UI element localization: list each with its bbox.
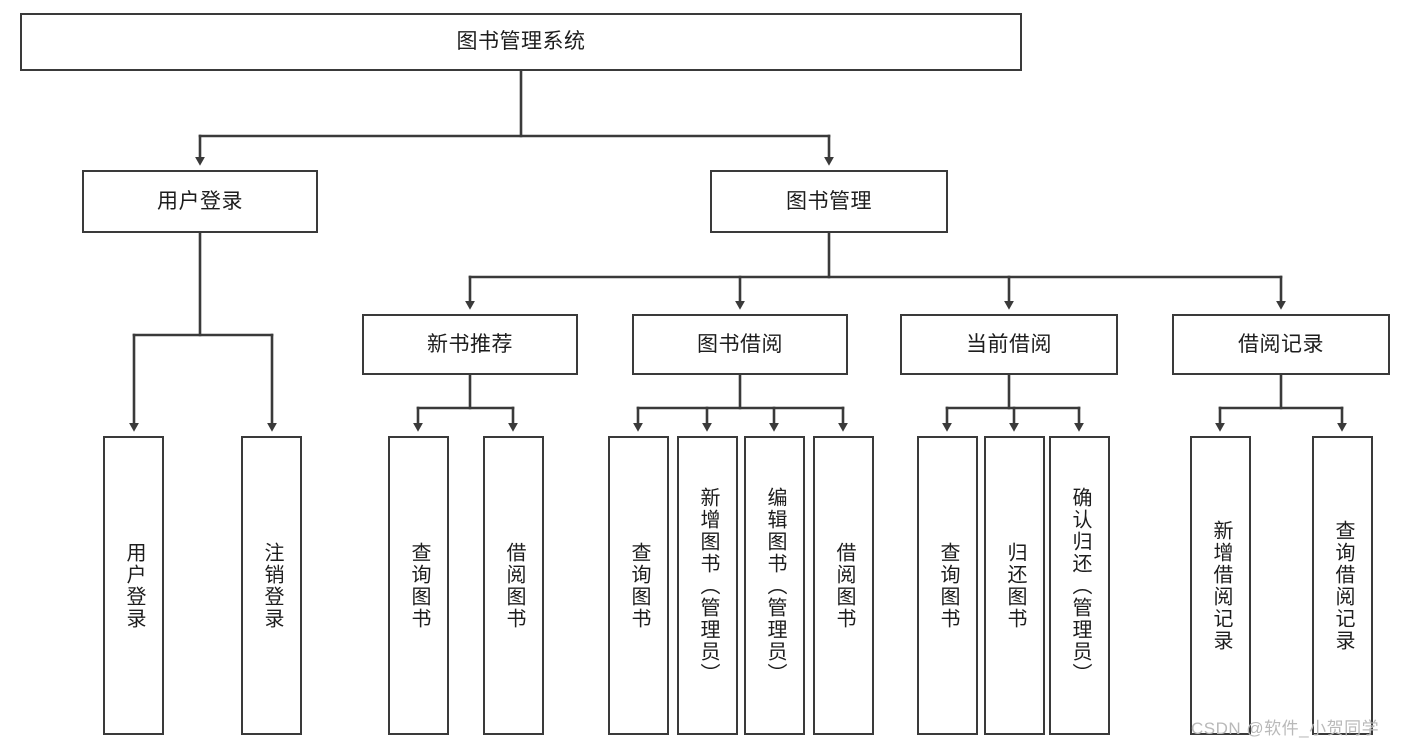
- leaf-query-book-borrow[interactable]: 查询图书: [608, 436, 669, 735]
- leaf-borrow-book-recommend-label: 借阅图书: [503, 541, 525, 630]
- leaf-return-book-label: 归还图书: [1004, 541, 1026, 630]
- node-book-borrow-label: 图书借阅: [697, 332, 783, 356]
- leaf-borrow-book-label: 借阅图书: [833, 541, 855, 630]
- leaf-return-book[interactable]: 归还图书: [984, 436, 1045, 735]
- leaf-add-borrow-record[interactable]: 新增借阅记录: [1190, 436, 1251, 735]
- leaf-edit-book-admin[interactable]: 编辑图书（管理员）: [744, 436, 805, 735]
- node-new-book-recommend[interactable]: 新书推荐: [362, 314, 578, 375]
- node-new-book-recommend-label: 新书推荐: [427, 332, 513, 356]
- leaf-query-book-recommend[interactable]: 查询图书: [388, 436, 449, 735]
- node-borrow-record-label: 借阅记录: [1238, 332, 1324, 356]
- leaf-confirm-return-admin[interactable]: 确认归还（管理员）: [1049, 436, 1110, 735]
- leaf-query-borrow-record[interactable]: 查询借阅记录: [1312, 436, 1373, 735]
- leaf-add-borrow-record-label: 新增借阅记录: [1210, 519, 1232, 652]
- leaf-logout[interactable]: 注销登录: [241, 436, 302, 735]
- node-borrow-record[interactable]: 借阅记录: [1172, 314, 1390, 375]
- node-user-login[interactable]: 用户登录: [82, 170, 318, 233]
- leaf-query-borrow-record-label: 查询借阅记录: [1332, 519, 1354, 652]
- node-root-label: 图书管理系统: [456, 30, 586, 54]
- node-current-borrow[interactable]: 当前借阅: [900, 314, 1118, 375]
- node-book-management[interactable]: 图书管理: [710, 170, 948, 233]
- node-current-borrow-label: 当前借阅: [966, 332, 1052, 356]
- node-book-borrow[interactable]: 图书借阅: [632, 314, 848, 375]
- leaf-logout-label: 注销登录: [261, 541, 283, 630]
- leaf-confirm-return-admin-label: 确认归还（管理员）: [1069, 486, 1091, 685]
- leaf-query-book-borrow-label: 查询图书: [628, 541, 650, 630]
- leaf-query-book-current-label: 查询图书: [937, 541, 959, 630]
- leaf-add-book-admin[interactable]: 新增图书（管理员）: [677, 436, 738, 735]
- leaf-user-login-label: 用户登录: [123, 541, 145, 630]
- leaf-user-login[interactable]: 用户登录: [103, 436, 164, 735]
- leaf-query-book-current[interactable]: 查询图书: [917, 436, 978, 735]
- leaf-edit-book-admin-label: 编辑图书（管理员）: [764, 486, 786, 685]
- leaf-borrow-book[interactable]: 借阅图书: [813, 436, 874, 735]
- node-root[interactable]: 图书管理系统: [20, 13, 1022, 71]
- leaf-add-book-admin-label: 新增图书（管理员）: [697, 486, 719, 685]
- leaf-query-book-recommend-label: 查询图书: [408, 541, 430, 630]
- leaf-borrow-book-recommend[interactable]: 借阅图书: [483, 436, 544, 735]
- watermark: CSDN @软件_小贺同学: [1191, 719, 1380, 738]
- node-user-login-label: 用户登录: [157, 189, 243, 213]
- node-book-management-label: 图书管理: [786, 189, 872, 213]
